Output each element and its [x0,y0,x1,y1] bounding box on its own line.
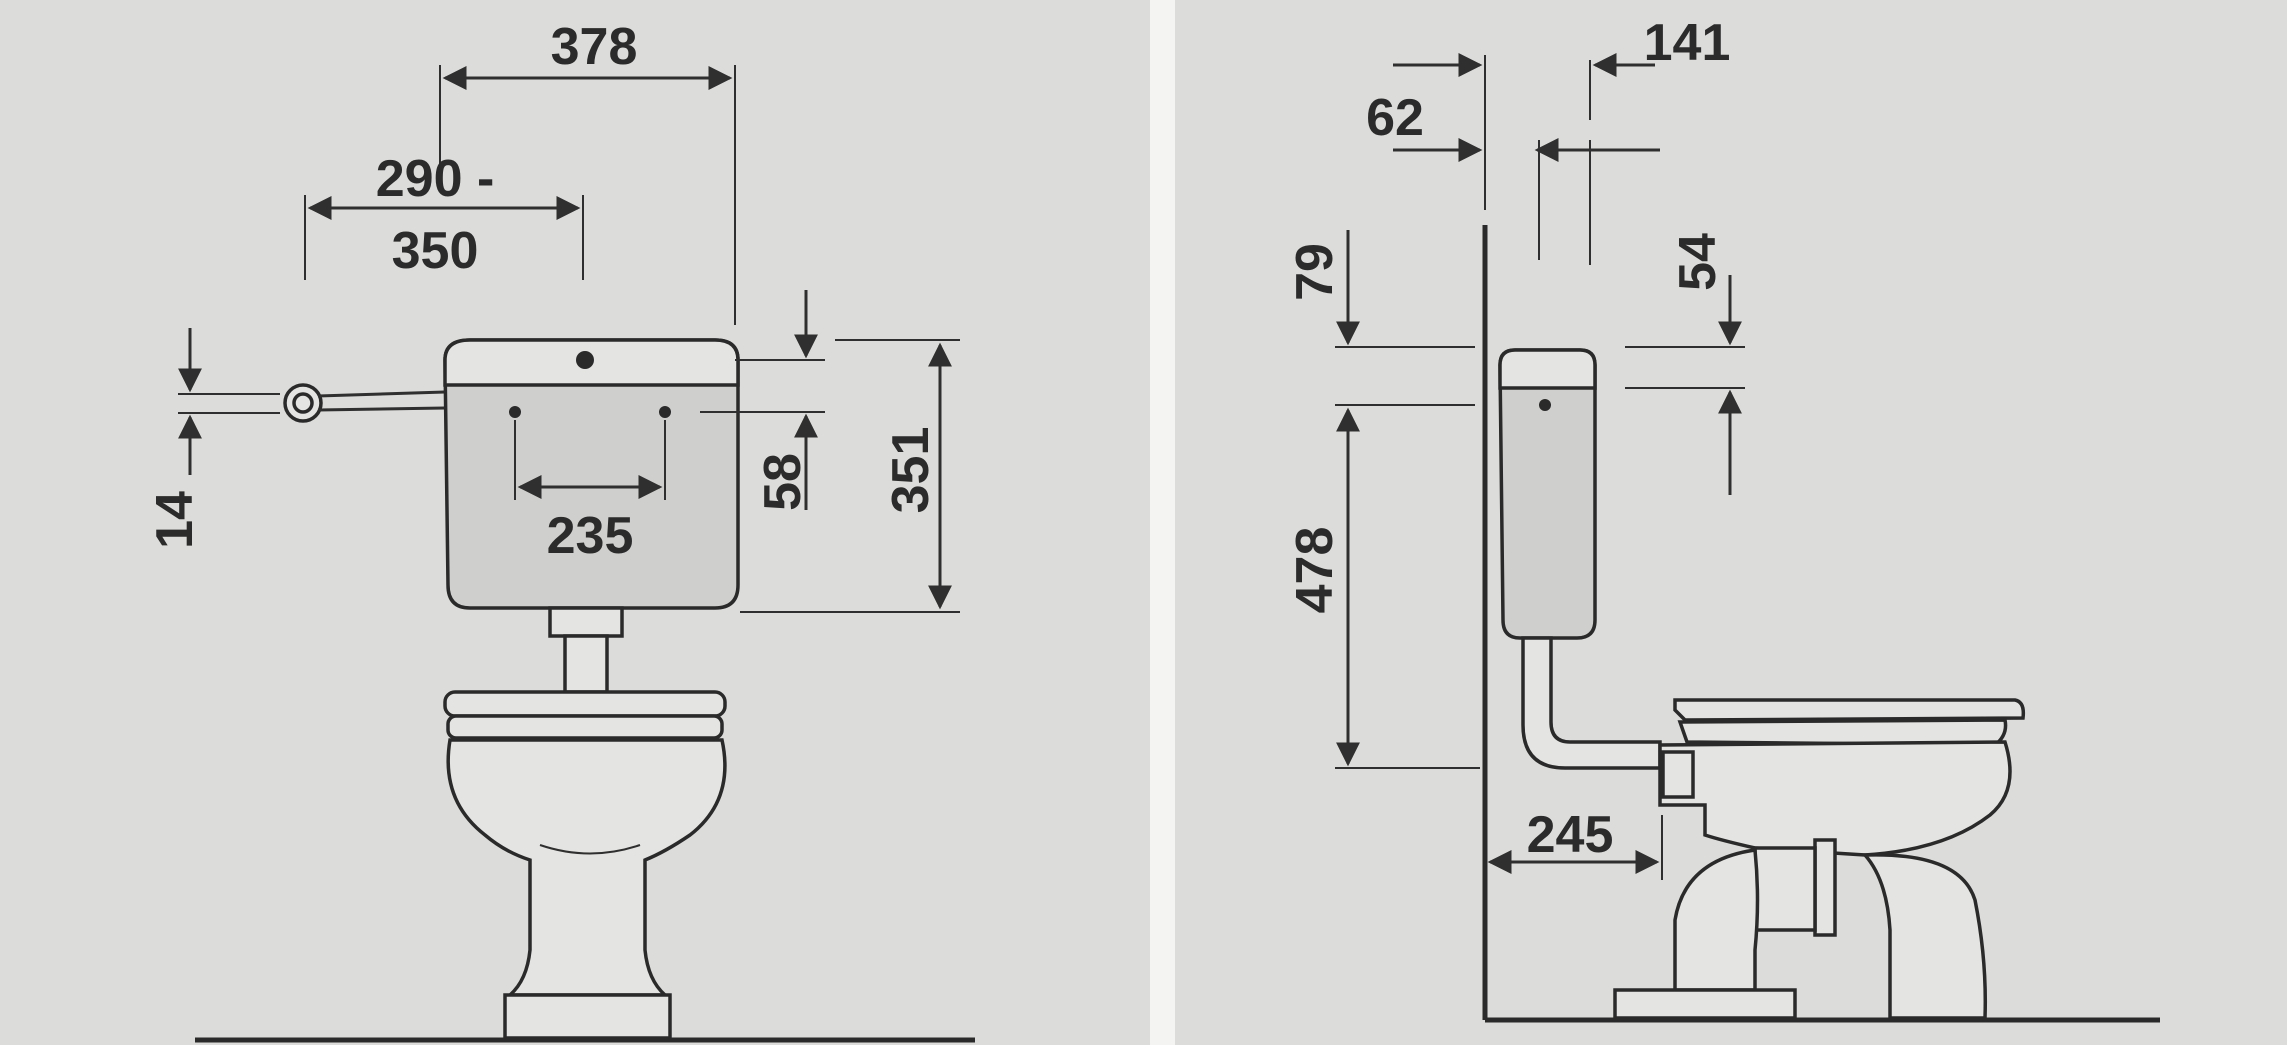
side-view-drawing: 62 141 79 [1286,14,2160,1023]
dim-14-group: 14 [146,328,280,549]
dim-235-group: 235 [514,420,666,565]
dim-478-group: 478 [1286,407,1480,769]
dim-label-245: 245 [1527,806,1614,864]
dim-290-350-group: 290 - 350 [304,150,584,280]
dim-351-group: 351 [740,339,960,613]
flush-pipe [283,383,446,423]
dim-141-group: 141 [1534,14,1731,265]
dim-378-group: 378 [439,18,736,325]
toilet-side [1613,698,2026,1020]
cistern-side [1498,348,1597,640]
panel-separator [1150,0,1175,1045]
dim-58-group: 58 [700,290,825,511]
cistern-front [443,338,740,610]
dim-label-290: 290 - [376,150,495,208]
dim-label-79: 79 [1286,243,1344,301]
side-view-panel: 62 141 79 [1175,0,2287,1045]
toilet-front [443,690,727,1040]
dim-label-14: 14 [146,491,204,549]
dim-label-351: 351 [882,427,940,514]
dim-62-group: 62 [1366,53,1486,210]
dim-label-62: 62 [1366,89,1424,147]
dim-245-group: 245 [1487,806,1663,880]
dim-label-141: 141 [1644,14,1731,72]
dim-label-54: 54 [1669,233,1727,291]
dim-label-58: 58 [754,453,812,511]
dim-label-350: 350 [392,222,479,280]
dim-label-478: 478 [1286,527,1344,614]
dim-54-group: 54 [1625,233,1745,495]
downpipe-front [548,606,624,694]
front-view-drawing: 378 290 - 350 14 [146,18,975,1043]
front-view-panel: 378 290 - 350 14 [146,18,975,1043]
dim-label-235: 235 [547,507,634,565]
dim-79-group: 79 [1286,230,1475,406]
dim-label-378: 378 [551,18,638,76]
downpipe-side [1521,636,1662,770]
